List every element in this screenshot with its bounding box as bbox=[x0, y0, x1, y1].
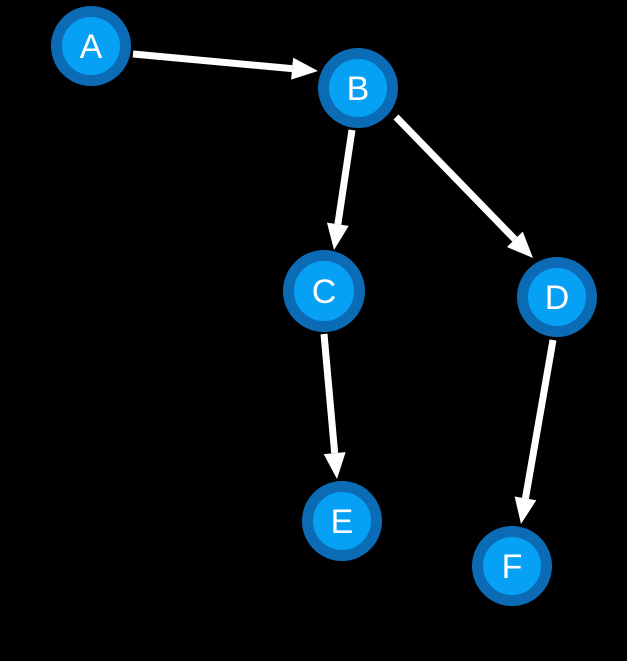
graph-edge-B-C bbox=[326, 129, 356, 250]
graph-node-D[interactable]: D bbox=[517, 257, 597, 337]
edge-arrowhead-B-D bbox=[506, 231, 533, 258]
graph-edge-C-E bbox=[320, 333, 346, 479]
edge-shaft-B-D bbox=[393, 114, 518, 242]
graph-node-A[interactable]: A bbox=[51, 6, 131, 86]
node-circle-B[interactable] bbox=[318, 48, 398, 128]
edge-arrowhead-C-E bbox=[323, 452, 346, 479]
graph-node-E[interactable]: E bbox=[302, 481, 382, 561]
graph-edge-B-D bbox=[393, 114, 533, 258]
graph-edge-A-B bbox=[132, 50, 318, 80]
node-circle-A[interactable] bbox=[51, 6, 131, 86]
edge-shaft-A-B bbox=[132, 50, 293, 73]
edge-arrowhead-D-F bbox=[514, 496, 537, 524]
edge-arrowhead-B-C bbox=[326, 222, 349, 250]
node-circle-D[interactable] bbox=[517, 257, 597, 337]
node-circle-E[interactable] bbox=[302, 481, 382, 561]
edge-arrowhead-A-B bbox=[291, 57, 318, 80]
graph-node-C[interactable]: C bbox=[283, 250, 365, 332]
edge-shaft-B-C bbox=[334, 129, 356, 225]
graph-node-F[interactable]: F bbox=[472, 526, 552, 606]
edge-shaft-D-F bbox=[522, 339, 557, 499]
graph-edge-D-F bbox=[514, 339, 557, 524]
node-circle-C[interactable] bbox=[283, 250, 365, 332]
edge-shaft-C-E bbox=[320, 333, 339, 454]
nodes-layer: A B C D E F bbox=[51, 6, 597, 606]
graph-node-B[interactable]: B bbox=[318, 48, 398, 128]
edges-layer bbox=[132, 50, 557, 524]
node-circle-F[interactable] bbox=[472, 526, 552, 606]
